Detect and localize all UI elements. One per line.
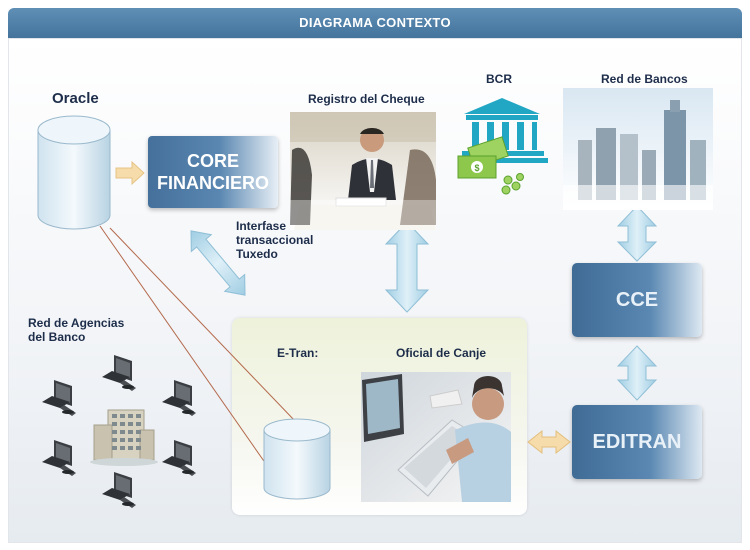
interfase-arrow <box>190 230 246 296</box>
red-agencias-label-2: del Banco <box>28 330 86 344</box>
database-icon <box>37 115 111 230</box>
interfase-label-1: Interfase <box>236 219 287 233</box>
oficial-canje-label: Oficial de Canje <box>396 346 487 360</box>
oracle-label: Oracle <box>52 90 99 107</box>
registro-cheque-label: Registro del Cheque <box>308 92 425 106</box>
etran-database-icon <box>263 418 331 500</box>
diagram-title: DIAGRAMA CONTEXTO <box>8 8 742 38</box>
red-bancos-label: Red de Bancos <box>601 72 688 86</box>
etran-label: E-Tran: <box>277 346 319 360</box>
bcr-label: BCR <box>486 72 512 86</box>
agency-computers <box>42 355 196 508</box>
core-box-label-1: CORE <box>186 151 239 171</box>
cce-box: CCE <box>572 263 702 337</box>
computer-icon <box>42 380 76 416</box>
money-icon: $ <box>457 136 524 195</box>
computer-icon <box>162 440 196 476</box>
interfase-label-3: Tuxedo <box>236 247 278 261</box>
red-agencias-label-1: Red de Agencias <box>28 316 125 330</box>
office-building-icon <box>90 409 158 466</box>
oficial-canje-photo <box>361 372 511 502</box>
core-box-label-2: FINANCIERO <box>157 173 269 193</box>
computer-icon <box>102 355 136 391</box>
interfase-label-2: transaccional <box>236 233 314 247</box>
editran-box: EDITRAN <box>572 405 702 479</box>
core-financiero-box: CORE FINANCIERO <box>148 136 278 208</box>
computer-icon <box>102 472 136 508</box>
computer-icon <box>162 380 196 416</box>
registro-arrow <box>384 221 430 313</box>
computer-icon <box>42 440 76 476</box>
city-skyline-icon <box>563 88 713 210</box>
svg-text:$: $ <box>474 163 479 173</box>
registro-cheque-photo <box>290 112 436 230</box>
